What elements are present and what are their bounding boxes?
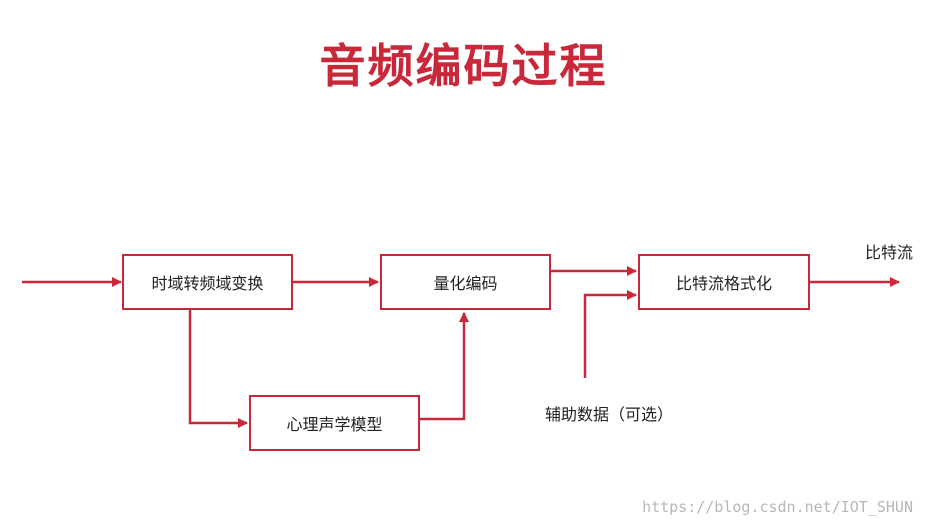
psychoacoustic-to-quantize-arrow [418,312,469,421]
transform-box: 时域转频域变换 [122,254,293,310]
watermark: https://blog.csdn.net/IOT_SHUN [642,498,913,516]
transform-to-psychoacoustic-arrow [188,309,248,428]
aux-to-format-arrow [583,290,637,378]
output-label: 比特流 [865,243,914,262]
quantize-box: 量化编码 [380,254,551,310]
page-title: 音频编码过程 [319,39,608,93]
aux-data-label: 辅助数据（可选） [545,405,674,424]
psychoacoustic-box: 心理声学模型 [249,395,420,451]
bitstream-format-box: 比特流格式化 [638,254,810,310]
